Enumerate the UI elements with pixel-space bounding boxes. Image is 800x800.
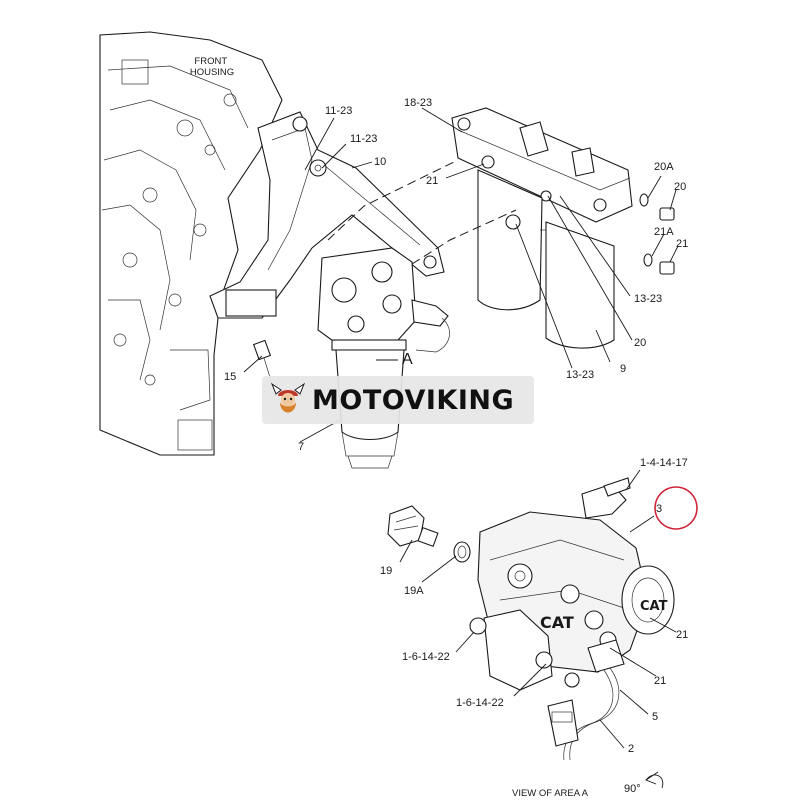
callout-21-b: 21 [676, 238, 688, 250]
callout-21-d: 21 [654, 675, 666, 687]
callout-18-23: 18-23 [404, 97, 432, 109]
callout-21-a: 21 [426, 175, 438, 187]
explode-line-1 [411, 209, 517, 265]
primary-filter-assembly [317, 247, 450, 469]
watermark-banner: MOTOVIKING [262, 376, 534, 424]
callout-21A: 21A [654, 226, 674, 238]
callout-11-23-a: 11-23 [325, 105, 352, 117]
callout-10: 10 [374, 156, 386, 168]
callout-5: 5 [652, 711, 658, 723]
callout-13-23-b: 13-23 [566, 369, 594, 381]
secondary-filter-assembly [451, 107, 675, 349]
callout-20: 20 [674, 181, 686, 193]
callout-21-c: 21 [676, 629, 688, 641]
leader-lines-top [243, 107, 679, 443]
callout-2: 2 [628, 743, 634, 755]
mounting-bracket [209, 111, 445, 319]
callout-7: 7 [298, 441, 304, 453]
callout-1-6-14-22-b: 1-6-14-22 [456, 697, 504, 709]
callout-19: 19 [380, 565, 392, 577]
explode-line-2 [327, 159, 459, 241]
callout-1-6-14-22-a: 1-6-14-22 [402, 651, 450, 663]
callout-A: A [402, 351, 413, 368]
detail-view-area-a: CAT CAT [387, 477, 675, 761]
cat-logo-mark-2: CAT [640, 599, 668, 614]
rotation-arrow-icon [645, 771, 664, 789]
watermark-text: MOTOVIKING [312, 384, 515, 416]
callout-9: 9 [620, 363, 626, 375]
viking-logo-icon [270, 382, 306, 413]
callout-1-4-14-17: 1-4-14-17 [640, 457, 688, 469]
callout-20A: 20A [654, 161, 674, 173]
front-housing-line2: HOUSING [190, 67, 234, 78]
front-housing-label: FRONT HOUSING [190, 56, 234, 78]
rotation-label: 90° [624, 783, 641, 795]
engine-block [99, 31, 283, 456]
leader-lines-detail [399, 469, 677, 749]
callout-11-23-b: 11-23 [350, 133, 377, 145]
callout-20-b: 20 [634, 337, 646, 349]
callout-circle [654, 486, 698, 530]
callout-3: 3 [656, 503, 662, 515]
view-of-area-caption: VIEW OF AREA A [512, 788, 589, 799]
cat-logo-mark: CAT [540, 613, 574, 632]
bolt-15 [252, 339, 273, 385]
callout-15: 15 [224, 371, 236, 383]
front-housing-line1: FRONT [194, 56, 227, 67]
callout-19A: 19A [404, 585, 424, 597]
callout-13-23-a: 13-23 [634, 293, 662, 305]
